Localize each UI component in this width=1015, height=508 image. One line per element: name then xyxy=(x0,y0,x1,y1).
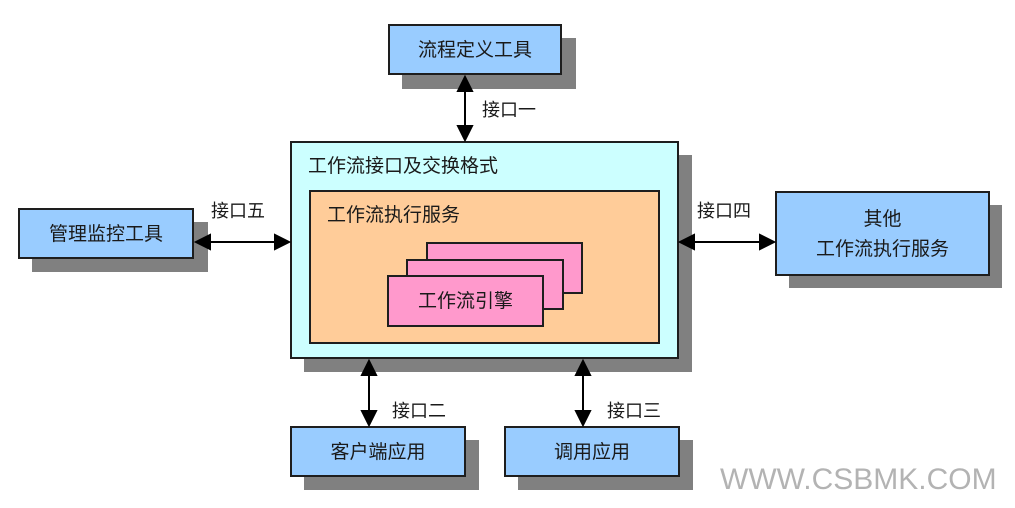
other-enactment-service-box: 其他 工作流执行服务 xyxy=(775,191,990,276)
engine-card-front: 工作流引擎 xyxy=(387,275,544,327)
interface-two-arrow-up xyxy=(360,358,378,376)
interface-four-label: 接口四 xyxy=(697,201,751,222)
process-definition-tool-label: 流程定义工具 xyxy=(417,38,532,61)
interface-four-arrow-left xyxy=(677,233,695,251)
interface-three-label: 接口三 xyxy=(607,401,661,422)
interface-container-title: 工作流接口及交换格式 xyxy=(308,155,499,177)
interface-five-label: 接口五 xyxy=(211,201,265,222)
other-service-label-line1: 其他 xyxy=(863,207,902,230)
admin-monitor-tool-label: 管理监控工具 xyxy=(48,222,163,245)
invoked-application-box: 调用应用 xyxy=(504,426,680,477)
interface-two-arrow-down xyxy=(360,410,378,428)
enactment-service-title: 工作流执行服务 xyxy=(327,204,461,226)
interface-four-arrow-right xyxy=(759,233,777,251)
interface-five-arrow-left xyxy=(193,233,211,251)
engine-label: 工作流引擎 xyxy=(417,290,513,312)
interface-one-label: 接口一 xyxy=(482,100,536,121)
interface-three-arrow-down xyxy=(574,410,592,428)
watermark-text: WWW.CSBMK.COM xyxy=(720,463,997,496)
client-application-label: 客户端应用 xyxy=(330,440,426,463)
admin-monitor-tool-box: 管理监控工具 xyxy=(18,208,194,259)
interface-two-label: 接口二 xyxy=(392,401,446,422)
process-definition-tool-box: 流程定义工具 xyxy=(388,24,562,75)
client-application-box: 客户端应用 xyxy=(290,426,466,477)
interface-one-arrow-down xyxy=(456,125,474,143)
other-service-label-line2: 工作流执行服务 xyxy=(815,237,949,260)
interface-one-arrow-up xyxy=(456,74,474,92)
interface-three-arrow-up xyxy=(574,358,592,376)
interface-five-arrow-right xyxy=(274,233,292,251)
invoked-application-label: 调用应用 xyxy=(553,440,630,463)
